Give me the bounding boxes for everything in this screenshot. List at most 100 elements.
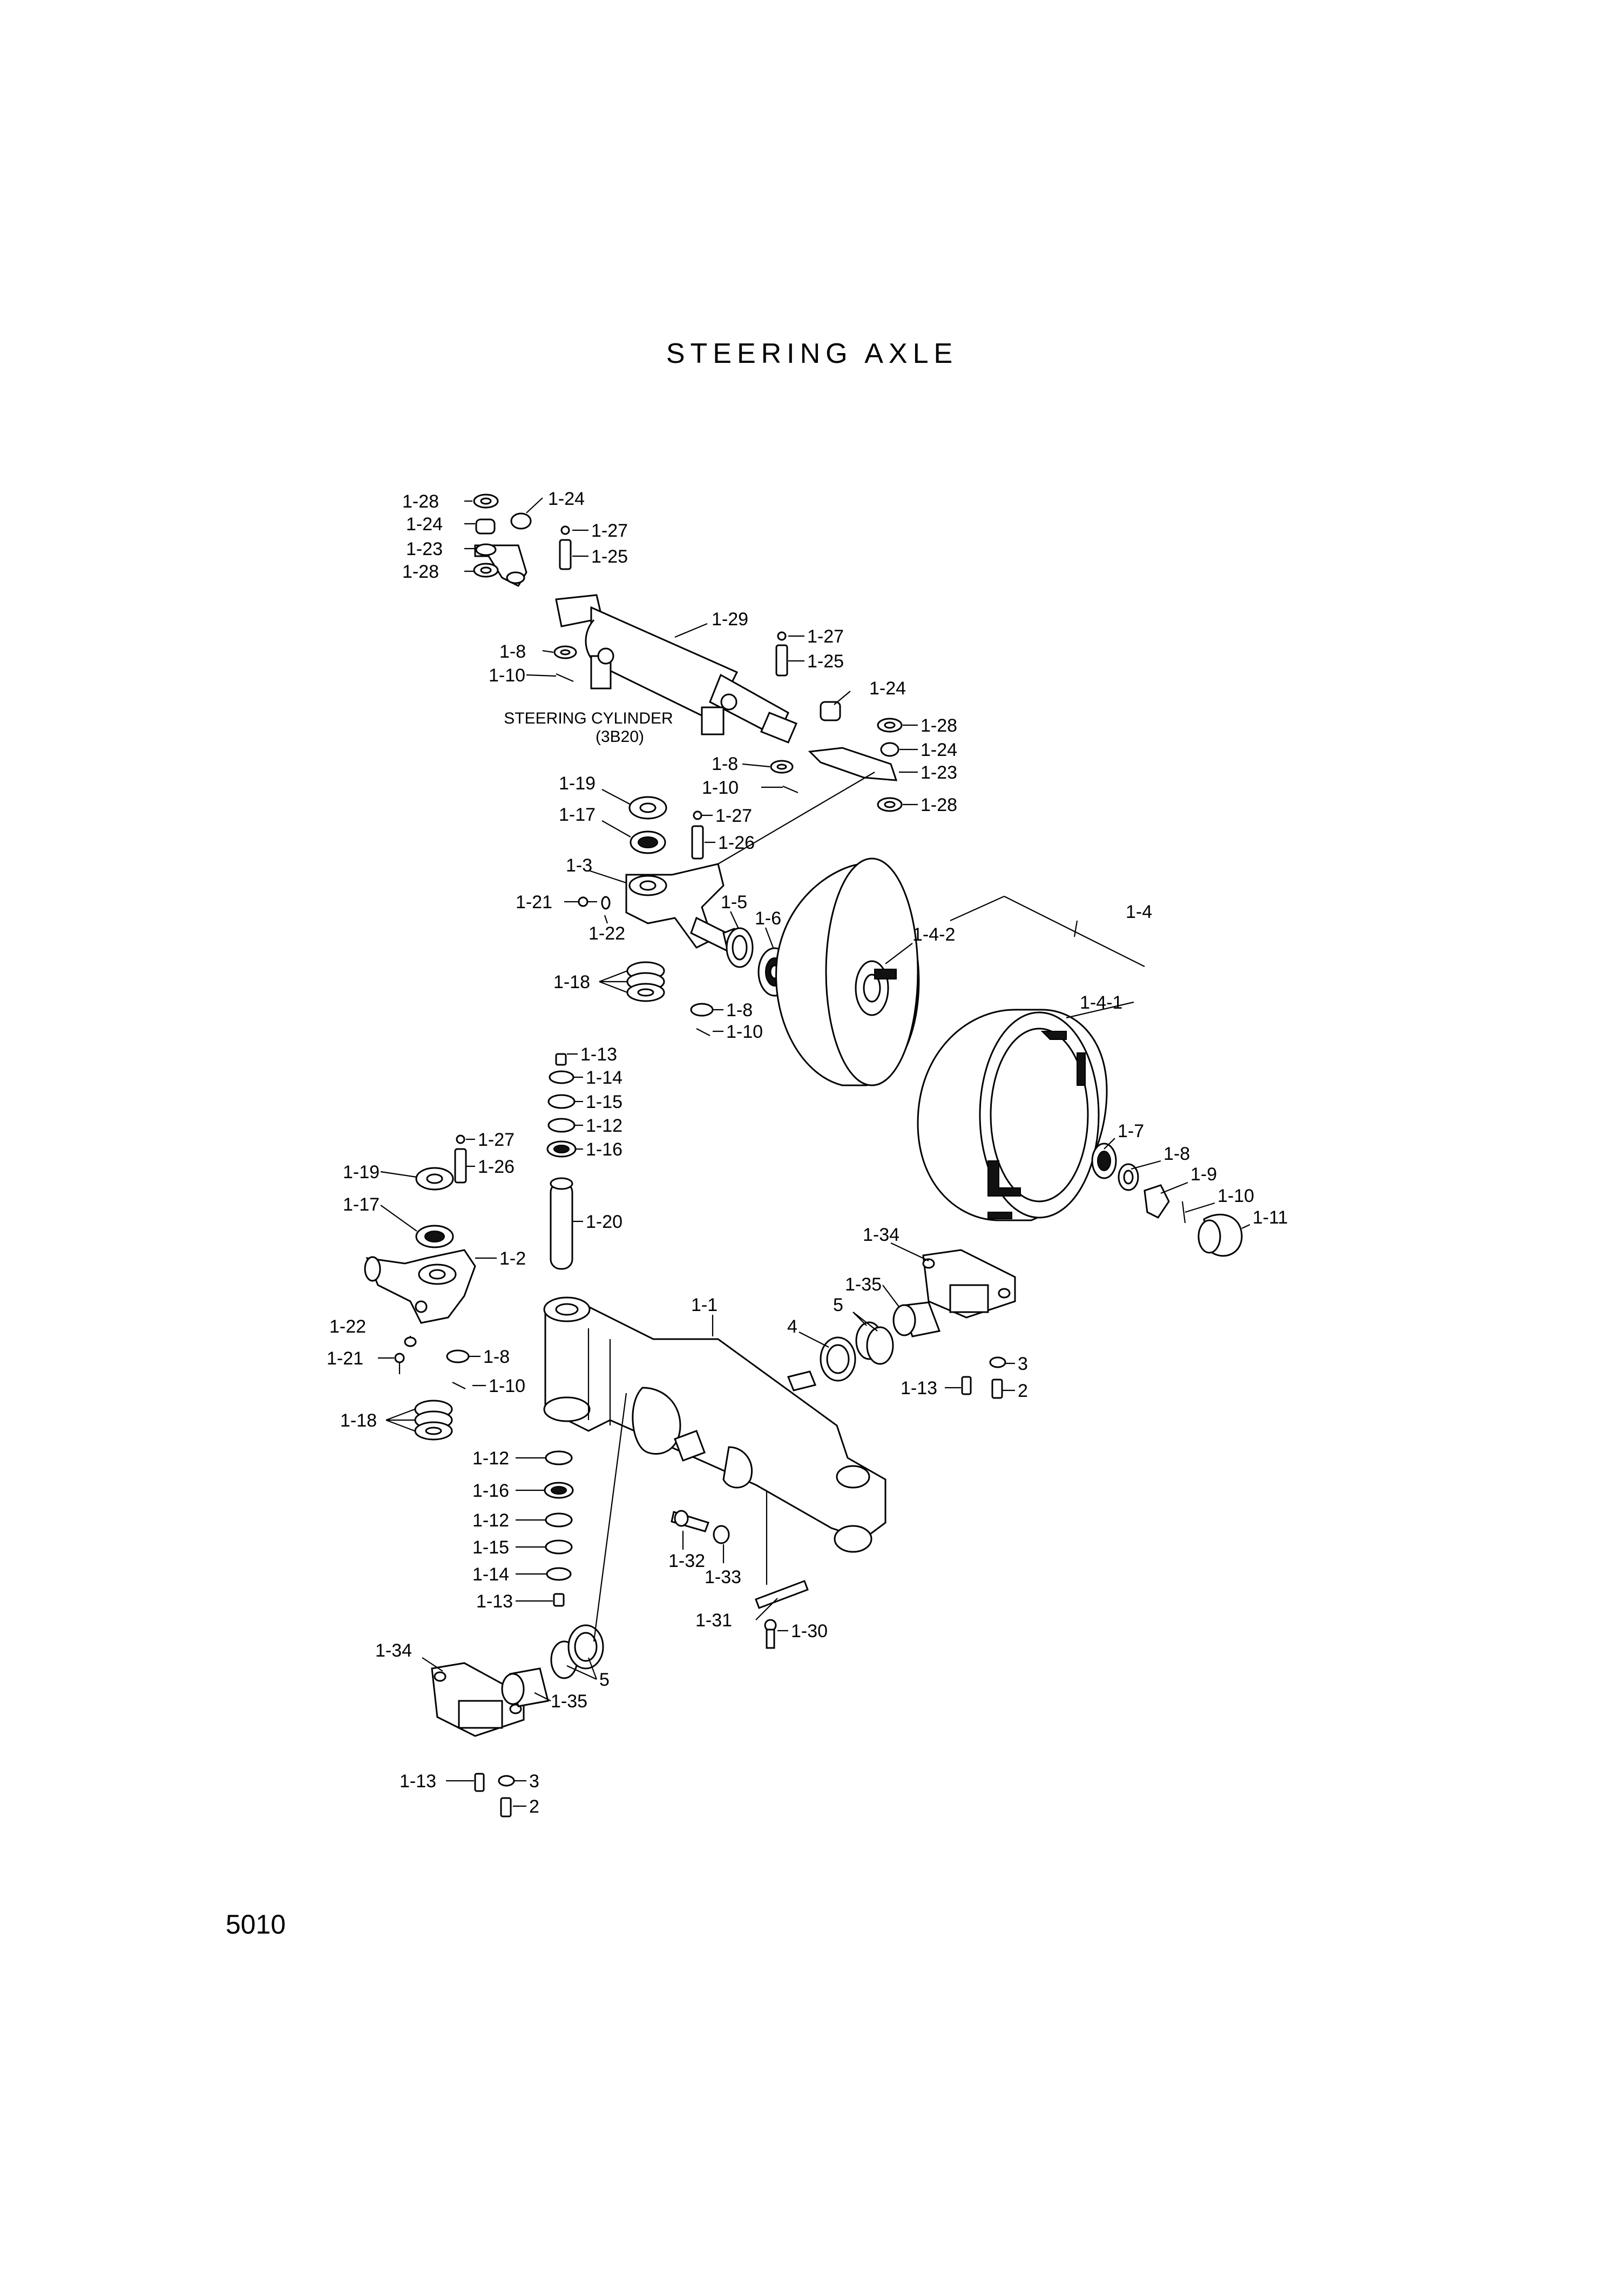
page-title: STEERING AXLE — [666, 338, 958, 369]
callout-label: 1-5 — [721, 892, 747, 913]
callout-label: 1-2 — [499, 1248, 526, 1269]
upper-kingpin-bearings — [628, 796, 704, 860]
callout-label: 1-7 — [1118, 1121, 1144, 1141]
hub-end-parts — [1091, 1143, 1243, 1257]
upper-bolt-pin — [559, 525, 572, 570]
steering-cylinder-drawing — [555, 594, 797, 744]
callout-label: 1-10 — [702, 778, 739, 798]
right-mount-bracket — [820, 1249, 1016, 1399]
callout-label: 1-1 — [691, 1295, 718, 1315]
callout-label: 1-34 — [375, 1640, 412, 1661]
callout-label: 1-4-2 — [912, 924, 955, 945]
callout-label: 1-13 — [580, 1044, 617, 1065]
callout-label: 1-13 — [400, 1771, 436, 1792]
right-arm-assembly — [808, 701, 903, 812]
callout-label: 1-11 — [1253, 1207, 1288, 1228]
callout-label: 1-10 — [726, 1022, 763, 1042]
upper-left-arm-assembly — [473, 494, 532, 587]
callout-label: 1-9 — [1190, 1164, 1217, 1185]
axle-beam — [543, 1296, 887, 1553]
callout-label: 1-31 — [695, 1610, 732, 1631]
callout-label: 1-27 — [807, 626, 844, 647]
callout-label: 1-27 — [478, 1130, 515, 1150]
callout-label: 1-10 — [489, 665, 525, 686]
callout-label: 1-3 — [566, 855, 592, 876]
callout-label: 1-19 — [343, 1162, 380, 1183]
left-shims-washers — [414, 1349, 470, 1441]
callout-label: 3 — [529, 1771, 539, 1792]
callout-label: 1-6 — [755, 908, 781, 929]
callout-label: 1-25 — [807, 651, 844, 672]
callout-label: 1-20 — [586, 1212, 622, 1232]
callout-label: 1-13 — [476, 1591, 513, 1612]
callout-label: 1-14 — [586, 1067, 622, 1088]
callout-label: 1-27 — [715, 806, 752, 826]
callout-label: 1-28 — [921, 715, 957, 736]
callout-label: 1-17 — [559, 805, 596, 825]
callout-label: 1-26 — [478, 1157, 515, 1177]
callout-label: 1-23 — [406, 539, 443, 559]
callout-label: 1-8 — [712, 754, 738, 774]
left-mount-bracket — [431, 1624, 604, 1817]
callout-label: 1-28 — [402, 562, 439, 582]
callout-label: 1-8 — [1163, 1144, 1190, 1164]
callout-label: 1-8 — [483, 1347, 510, 1367]
callout-label: 1-24 — [548, 489, 585, 509]
callout-label: 1-12 — [472, 1510, 509, 1531]
callout-label: 1-32 — [668, 1551, 705, 1571]
callout-label: 1-25 — [591, 546, 628, 567]
part-callouts: 1-28 1-24 1-24 1-23 1-28 1-27 1-25 1-29 … — [327, 489, 1288, 1817]
callout-label: 1-28 — [402, 491, 439, 512]
callout-label: 1-21 — [516, 892, 552, 913]
callout-label: 1-12 — [472, 1448, 509, 1469]
left-kingpin-bearings — [415, 1134, 467, 1248]
callout-label: 1-22 — [588, 923, 625, 944]
callout-label: 1-21 — [327, 1348, 363, 1369]
callout-label: 1-28 — [921, 795, 957, 815]
callout-label: 1-30 — [791, 1621, 828, 1641]
left-steering-knuckle — [364, 1249, 476, 1374]
page-number: 5010 — [226, 1909, 286, 1940]
callout-label: 3 — [1018, 1354, 1028, 1374]
callout-label: 1-34 — [863, 1225, 899, 1245]
callout-label: 1-14 — [472, 1564, 509, 1585]
callout-label: 1-24 — [869, 678, 906, 699]
callout-label: 1-10 — [1217, 1186, 1254, 1206]
upper-shim-stack — [626, 961, 665, 1002]
lower-pin-stack — [544, 1450, 574, 1607]
callout-label: 1-24 — [406, 514, 443, 535]
callout-label: 1-33 — [705, 1567, 741, 1587]
wheel-tire — [917, 1009, 1108, 1221]
leader-lines — [378, 497, 1250, 1807]
callout-label: 1-16 — [586, 1139, 622, 1160]
callout-label: 1-23 — [921, 762, 957, 783]
callout-label: 1-27 — [591, 521, 628, 541]
callout-label: 1-35 — [551, 1691, 587, 1712]
callout-label: 1-8 — [726, 1000, 753, 1021]
callout-label: 1-26 — [718, 833, 755, 853]
callout-label: 1-24 — [921, 740, 957, 760]
callout-label: 2 — [1018, 1381, 1028, 1401]
cylinder-label: STEERING CYLINDER — [504, 710, 673, 727]
callout-label: 1-10 — [489, 1376, 525, 1396]
callout-label: 1-8 — [499, 641, 526, 662]
cylinder-washers-pins — [553, 631, 799, 794]
callout-label: 1-22 — [329, 1316, 366, 1337]
callout-label: 5 — [833, 1295, 843, 1315]
callout-label: 1-15 — [472, 1537, 509, 1558]
callout-label: 1-18 — [340, 1410, 377, 1431]
callout-label: 1-29 — [712, 609, 748, 630]
callout-label: 1-15 — [586, 1092, 622, 1112]
callout-label: 4 — [787, 1316, 797, 1337]
callout-label: 2 — [529, 1796, 539, 1817]
cylinder-label-ref: (3B20) — [596, 728, 644, 746]
callout-label: 1-4-1 — [1080, 992, 1122, 1013]
callout-label: 1-19 — [559, 773, 596, 794]
center-pin-stack — [546, 1053, 577, 1270]
callout-label: 1-16 — [472, 1481, 509, 1501]
callout-label: 1-4 — [1126, 902, 1152, 922]
callout-label: 5 — [599, 1670, 610, 1690]
callout-label: 1-18 — [553, 972, 590, 992]
